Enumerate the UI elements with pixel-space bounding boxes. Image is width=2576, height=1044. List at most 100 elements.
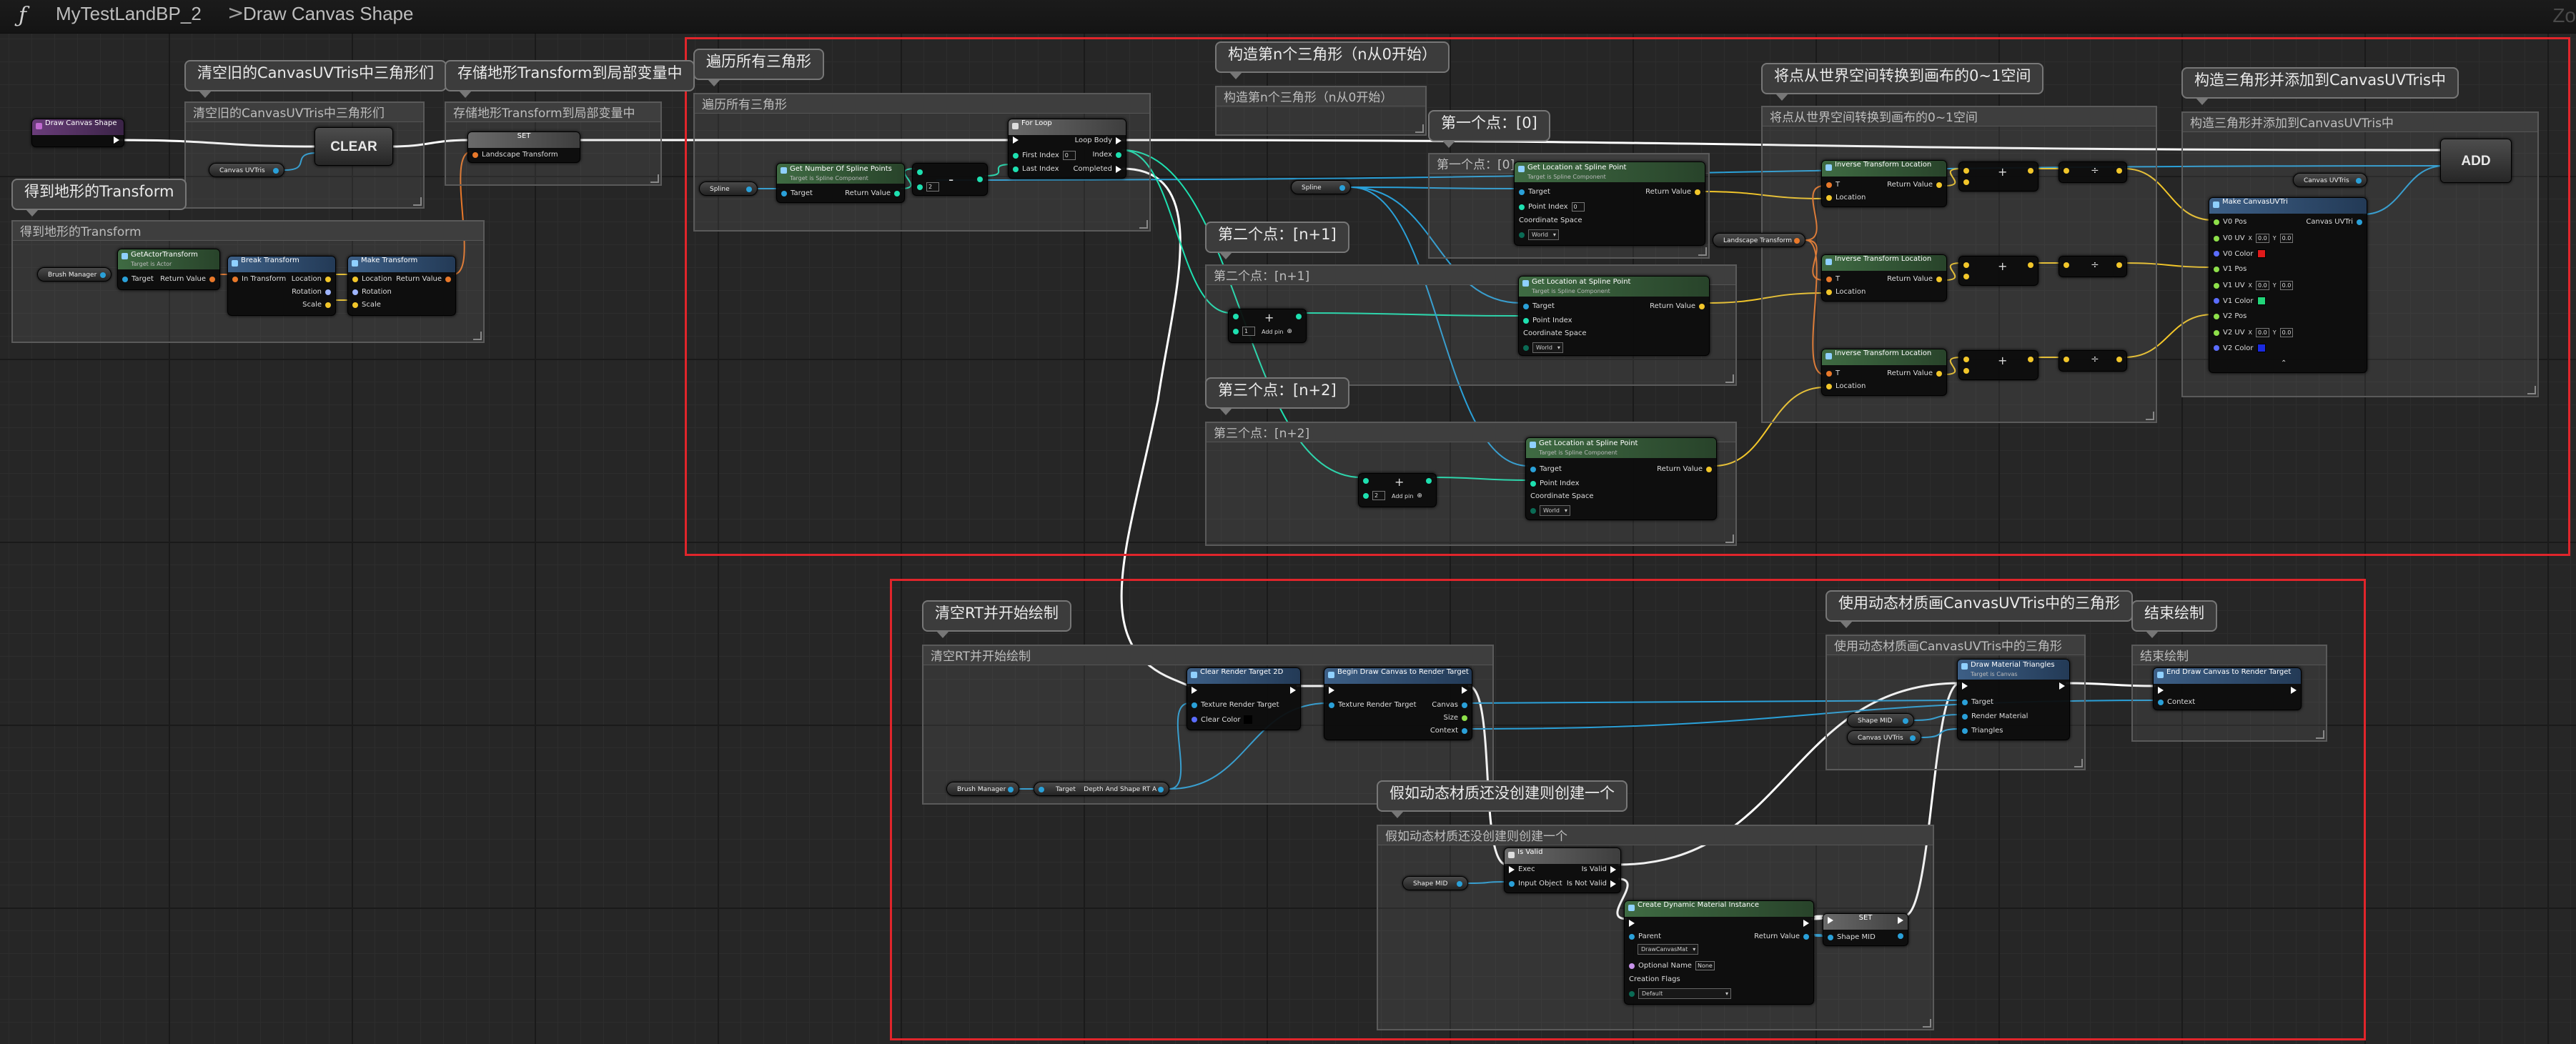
resize-handle[interactable] [1698,247,1707,256]
t-pin[interactable]: T [1826,275,1840,283]
spline-getter-1[interactable]: Spline [699,182,758,196]
bubble-clear-rt[interactable]: 清空RT并开始绘制 [922,600,1071,638]
bubble-third-point[interactable]: 第三个点：[n+2] [1205,377,1349,415]
canvas-uvtri-out-pin[interactable]: Canvas UVTri [2306,218,2362,226]
in-pin[interactable] [2064,168,2069,174]
exec-in-pin[interactable] [1329,687,1334,694]
loop-body-pin[interactable]: Loop Body [1075,136,1121,144]
size-pin[interactable]: Size [1443,714,1467,722]
is-not-valid-pin[interactable]: Is Not Valid [1567,880,1616,888]
exec-out-pin[interactable] [2059,682,2065,690]
bubble-store-transform[interactable]: 存储地形Transform到局部变量中 [445,60,695,98]
subtract-node[interactable]: 2 - [912,163,988,196]
resize-handle[interactable] [2074,759,2083,767]
result-pin[interactable] [1296,314,1302,319]
v0-color-pin[interactable]: V0 Color [2214,249,2266,258]
in-transform-pin[interactable]: In Transform [232,275,286,283]
return-value-pin[interactable]: Return Value [1887,369,1942,377]
vector-math-node-1a[interactable]: + [1958,161,2038,192]
a-pin[interactable] [917,169,923,175]
index-pin[interactable]: Index [1092,151,1121,159]
context-pin[interactable]: Context [2158,698,2195,706]
vector-math-node-2b[interactable]: ÷ [2059,256,2127,277]
v1-uv-y[interactable]: 0.0 [2279,281,2294,290]
comment-build-nth[interactable]: 构造第n个三角形（n从0开始） [1215,86,1427,136]
b-value[interactable]: 2 [1372,491,1385,500]
v2-color-pin[interactable]: V2 Color [2214,344,2266,352]
a-pin[interactable] [1233,314,1239,319]
location-pin[interactable]: Location [1826,288,1866,296]
comment-draw-tris[interactable]: 使用动态材质画CanvasUVTris中的三角形 [1826,635,2086,770]
clear-array-node[interactable]: CLEAR [314,127,393,166]
parent-dropdown[interactable]: DrawCanvasMat [1638,944,1699,955]
exec-in-pin[interactable] [1013,136,1019,144]
t-pin[interactable]: T [1826,369,1840,377]
out-pin[interactable] [2028,262,2033,268]
b-value[interactable]: 2 [926,182,939,192]
exec-out-pin[interactable] [1290,687,1296,694]
depth-and-shape-rt-getter[interactable]: Target Depth And Shape RT A [1034,782,1169,796]
exec-in-pin[interactable]: Exec [1509,865,1535,873]
in-pin[interactable] [1963,179,1969,185]
exec-out-pin[interactable] [1898,917,1903,924]
coordinate-space-pin[interactable]: World [1523,342,1563,353]
return-value-pin[interactable]: Return Value [1645,188,1700,196]
return-value-pin[interactable]: Return Value [160,275,215,283]
v1-color-swatch[interactable] [2257,297,2266,305]
point-index-pin[interactable]: Point Index [1523,317,1572,324]
point-index-pin[interactable]: Point Index [1530,479,1580,487]
target-pin[interactable]: Target [781,189,813,197]
resize-handle[interactable] [2316,730,2324,739]
first-index-value[interactable]: 0 [1062,151,1076,160]
target-pin[interactable]: Target [1519,188,1550,196]
coordinate-space-pin[interactable]: World [1519,229,1559,240]
b-pin[interactable]: 2 [917,182,939,192]
point-index-value[interactable]: 0 [1571,202,1585,212]
location-out-pin[interactable]: Location [292,275,331,283]
rotation-in-pin[interactable]: Rotation [352,288,392,296]
add-pin-button[interactable]: Add pin⊕ [1392,492,1422,499]
add-int-node-2[interactable]: 2 + Add pin⊕ [1358,473,1437,507]
in-pin[interactable] [1963,274,1969,279]
result-pin[interactable] [1426,478,1432,484]
render-material-pin[interactable]: Render Material [1962,712,2028,720]
v1-uv-x[interactable]: 0.0 [2256,281,2269,290]
resize-handle[interactable] [650,174,659,183]
b-value[interactable]: 1 [1242,327,1255,336]
vector-math-node-3a[interactable]: + [1958,350,2038,380]
v2-color-swatch[interactable] [2257,344,2266,352]
completed-pin[interactable]: Completed [1073,165,1121,173]
in-pin[interactable] [2064,262,2069,268]
bubble-end-draw[interactable]: 结束绘制 [2131,600,2217,638]
is-valid-pin[interactable]: Is Valid [1582,865,1616,873]
exec-in-pin[interactable] [1962,682,1968,690]
location-pin[interactable]: Location [1826,194,1866,202]
resize-handle[interactable] [1725,374,1734,383]
resize-handle[interactable] [1923,1019,1931,1028]
v1-pos-pin[interactable]: V1 Pos [2214,265,2246,273]
exec-in-pin[interactable] [2158,687,2164,694]
inverse-transform-location-node-3[interactable]: Inverse Transform Location T Location Re… [1821,349,1947,396]
resize-handle[interactable] [2146,412,2154,420]
breadcrumb-blueprint[interactable]: MyTestLandBP_2 [56,3,202,24]
v0-pos-pin[interactable]: V0 Pos [2214,218,2246,226]
shape-mid-getter-2[interactable]: Shape MID [1402,876,1468,890]
optional-name-value[interactable]: None [1695,961,1715,970]
return-value-pin[interactable]: Return Value [396,275,451,283]
input-object-pin[interactable]: Input Object [1509,880,1562,888]
in-pin[interactable] [1963,357,1969,362]
resize-handle[interactable] [2527,386,2536,394]
return-value-pin[interactable]: Return Value [1887,275,1942,283]
spline-getter-2[interactable]: Spline [1291,180,1351,194]
coordinate-space-dropdown[interactable]: World [1528,229,1559,240]
return-value-pin[interactable]: Return Value [1887,181,1942,189]
out-pin[interactable] [2028,168,2033,174]
add-int-node-1[interactable]: 1 + Add pin⊕ [1228,309,1307,343]
resize-handle[interactable] [1139,220,1148,229]
return-value-pin[interactable]: Return Value [845,189,900,197]
